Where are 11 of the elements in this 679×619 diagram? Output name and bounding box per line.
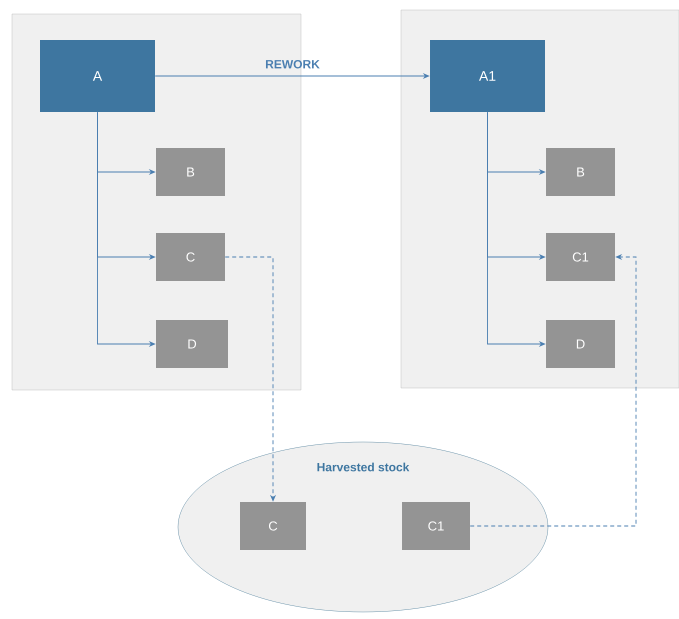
process-box: C1 [546,233,615,281]
process-box: C [156,233,225,281]
process-box: B [546,148,615,196]
process-box: D [546,320,615,368]
process-box: C [240,502,306,550]
edge-label: REWORK [266,60,320,68]
process-box: A [40,40,155,112]
process-box: C1 [402,502,470,550]
process-box: B [156,148,225,196]
process-box: A1 [430,40,545,112]
process-box: D [156,320,228,368]
